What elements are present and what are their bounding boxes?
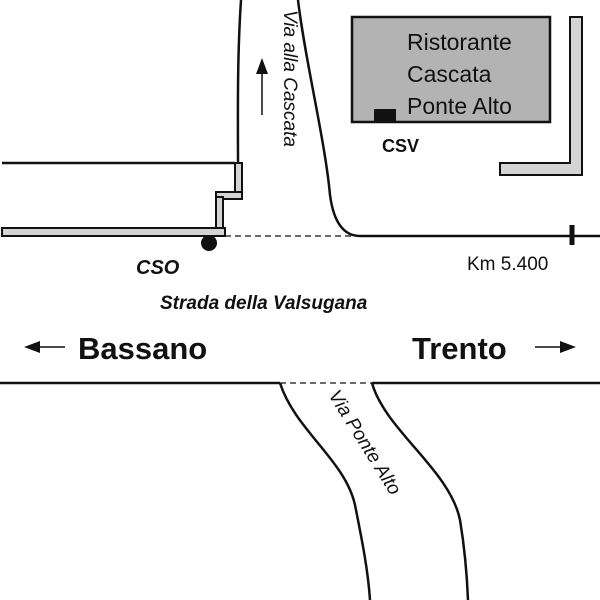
bassano-label: Bassano: [78, 331, 207, 366]
via-alla-cascata-right-edge: [296, 0, 600, 238]
restaurant-building: [350, 15, 552, 124]
restaurant-line1: Ristorante: [407, 29, 512, 55]
l-wall: [499, 16, 583, 176]
via-ponte-alto-left-edge: [278, 382, 372, 600]
arrow-right-icon: [535, 341, 576, 353]
trento-label: Trento: [412, 331, 507, 366]
via-alla-cascata-left-edge: [236, 0, 243, 166]
km-label: Km 5.400: [467, 254, 548, 275]
wall: [1, 162, 243, 237]
arrow-up-icon: [256, 58, 268, 115]
arrow-left-icon: [24, 341, 65, 353]
csv-marker: [374, 109, 396, 122]
restaurant-line2: Cascata: [407, 61, 492, 87]
cso-dot: [201, 235, 217, 251]
via-alla-cascata-label: Via alla Cascata: [279, 10, 300, 147]
restaurant-line3: Ponte Alto: [407, 93, 512, 119]
via-ponte-alto-label: Via Ponte Alto: [324, 387, 405, 499]
cso-label: CSO: [136, 257, 180, 279]
via-ponte-alto-right-edge: [370, 382, 470, 600]
main-road-label: Strada della Valsugana: [160, 293, 368, 314]
csv-label: CSV: [382, 136, 419, 156]
